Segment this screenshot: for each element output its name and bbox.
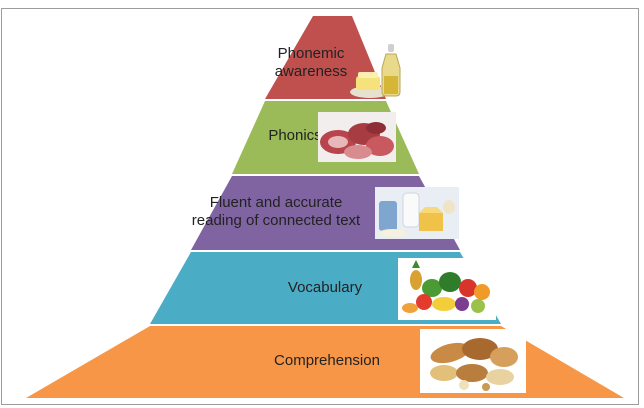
meat-icon: [318, 112, 396, 162]
fruits-vegetables-icon: [398, 258, 496, 320]
level-1-band: [265, 16, 386, 99]
dairy-icon: [375, 187, 459, 239]
level-1-label: Phonemic awareness: [246, 45, 376, 81]
level-2-label: Phonics: [240, 127, 350, 145]
level-1-label-line-1: Phonemic: [277, 45, 345, 62]
level-1-label-line-2: awareness: [274, 63, 348, 80]
level-3-label-line-2: reading of connected text: [191, 212, 361, 229]
level-3-label-line-1: Fluent and accurate: [209, 194, 343, 211]
level-4-label-line-1: Vocabulary: [287, 279, 363, 296]
bread-grains-icon: [420, 329, 526, 393]
level-5-label: Comprehension: [252, 352, 402, 370]
level-5-label-line-1: Comprehension: [274, 352, 380, 369]
level-4-label: Vocabulary: [265, 279, 385, 297]
level-2-label-line-1: Phonics: [268, 127, 322, 144]
oil-and-butter-icon: [348, 42, 406, 100]
level-3-label: Fluent and accurate reading of connected…: [170, 194, 382, 230]
